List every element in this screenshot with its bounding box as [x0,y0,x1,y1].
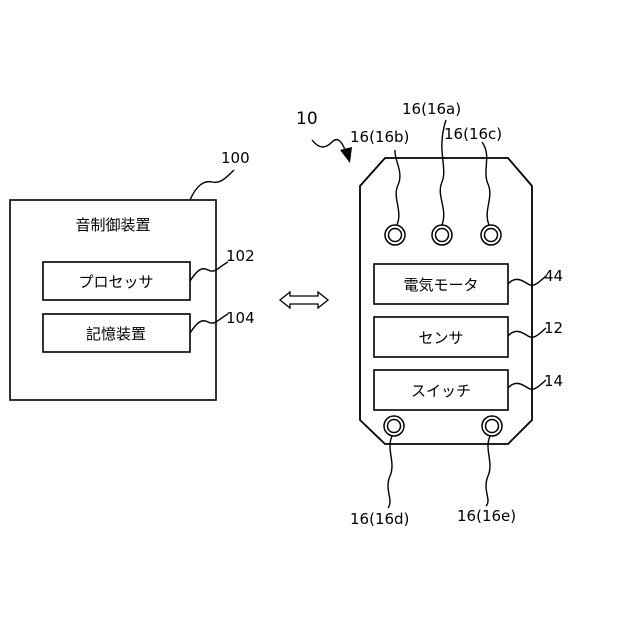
ref-12: 12 [544,319,563,337]
ref-16b: 16(16b) [350,128,409,146]
ref-10-arrowhead [340,147,352,163]
speaker-16d [384,416,404,436]
ref-44: 44 [544,267,563,285]
ref-16d: 16(16d) [350,510,409,528]
ref-16d-leader [388,436,392,508]
ref-16a: 16(16a) [402,100,461,118]
ref-16c: 16(16c) [444,125,502,143]
ref-10: 10 [296,109,318,129]
ref-100-leader [190,170,234,200]
speaker-16a [432,225,452,245]
processor-label: プロセッサ [78,273,153,291]
sound-control-device-title: 音制御装置 [75,216,150,234]
switch-label: スイッチ [411,382,471,400]
ref-102: 102 [226,247,255,265]
ref-16e: 16(16e) [457,507,516,525]
speaker-16b [385,225,405,245]
sensor-label: センサ [418,329,463,347]
ref-14: 14 [544,372,563,390]
communication-double-arrow [280,292,328,308]
electric-motor-label: 電気モータ [403,276,478,294]
ref-16e-leader [486,436,490,506]
storage-label: 記憶装置 [86,325,146,343]
ref-100: 100 [221,149,250,167]
speaker-16e [482,416,502,436]
speaker-16c [481,225,501,245]
ref-104: 104 [226,309,255,327]
